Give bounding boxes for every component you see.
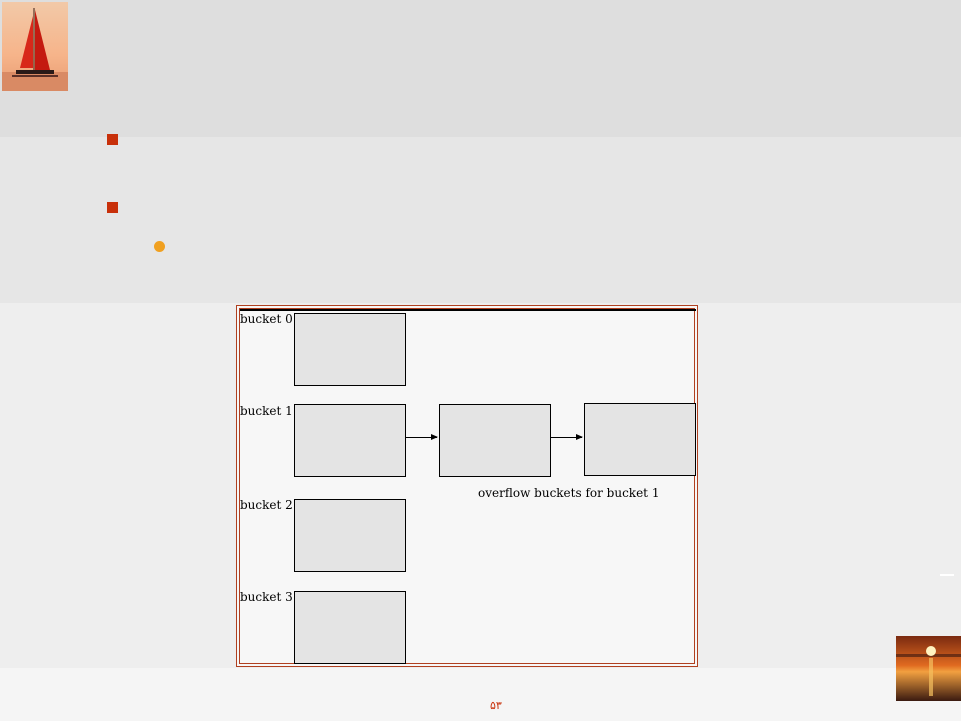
overflow-bucket-box bbox=[584, 403, 696, 476]
content-band bbox=[0, 137, 961, 303]
figure-frame bbox=[239, 308, 695, 664]
bullet-marker bbox=[107, 134, 118, 145]
bucket-label: bucket 2 bbox=[240, 498, 293, 512]
bucket-box bbox=[294, 313, 406, 386]
bullet-marker bbox=[107, 202, 118, 213]
chain-arrow bbox=[551, 434, 583, 440]
title-band bbox=[0, 0, 961, 137]
bucket-label: bucket 0 bbox=[240, 312, 293, 326]
bucket-box bbox=[294, 404, 406, 477]
chain-arrow bbox=[406, 434, 438, 440]
footer-band bbox=[0, 668, 961, 721]
overflow-caption: overflow buckets for bucket 1 bbox=[478, 486, 660, 500]
bucket-label: bucket 3 bbox=[240, 590, 293, 604]
edge-mark bbox=[940, 574, 954, 576]
sailboat-logo bbox=[2, 2, 68, 91]
page-number: ۵۳ bbox=[490, 699, 502, 712]
figure-top-rule bbox=[240, 309, 696, 311]
overflow-bucket-box bbox=[439, 404, 551, 477]
overflow-chaining-figure: bucket 0 bucket 1 bucket 2 bucket 3 over… bbox=[236, 305, 698, 667]
sub-bullet-marker bbox=[154, 241, 165, 252]
bucket-box bbox=[294, 499, 406, 572]
bucket-box bbox=[294, 591, 406, 664]
sunset-image bbox=[896, 636, 961, 701]
bucket-label: bucket 1 bbox=[240, 404, 293, 418]
